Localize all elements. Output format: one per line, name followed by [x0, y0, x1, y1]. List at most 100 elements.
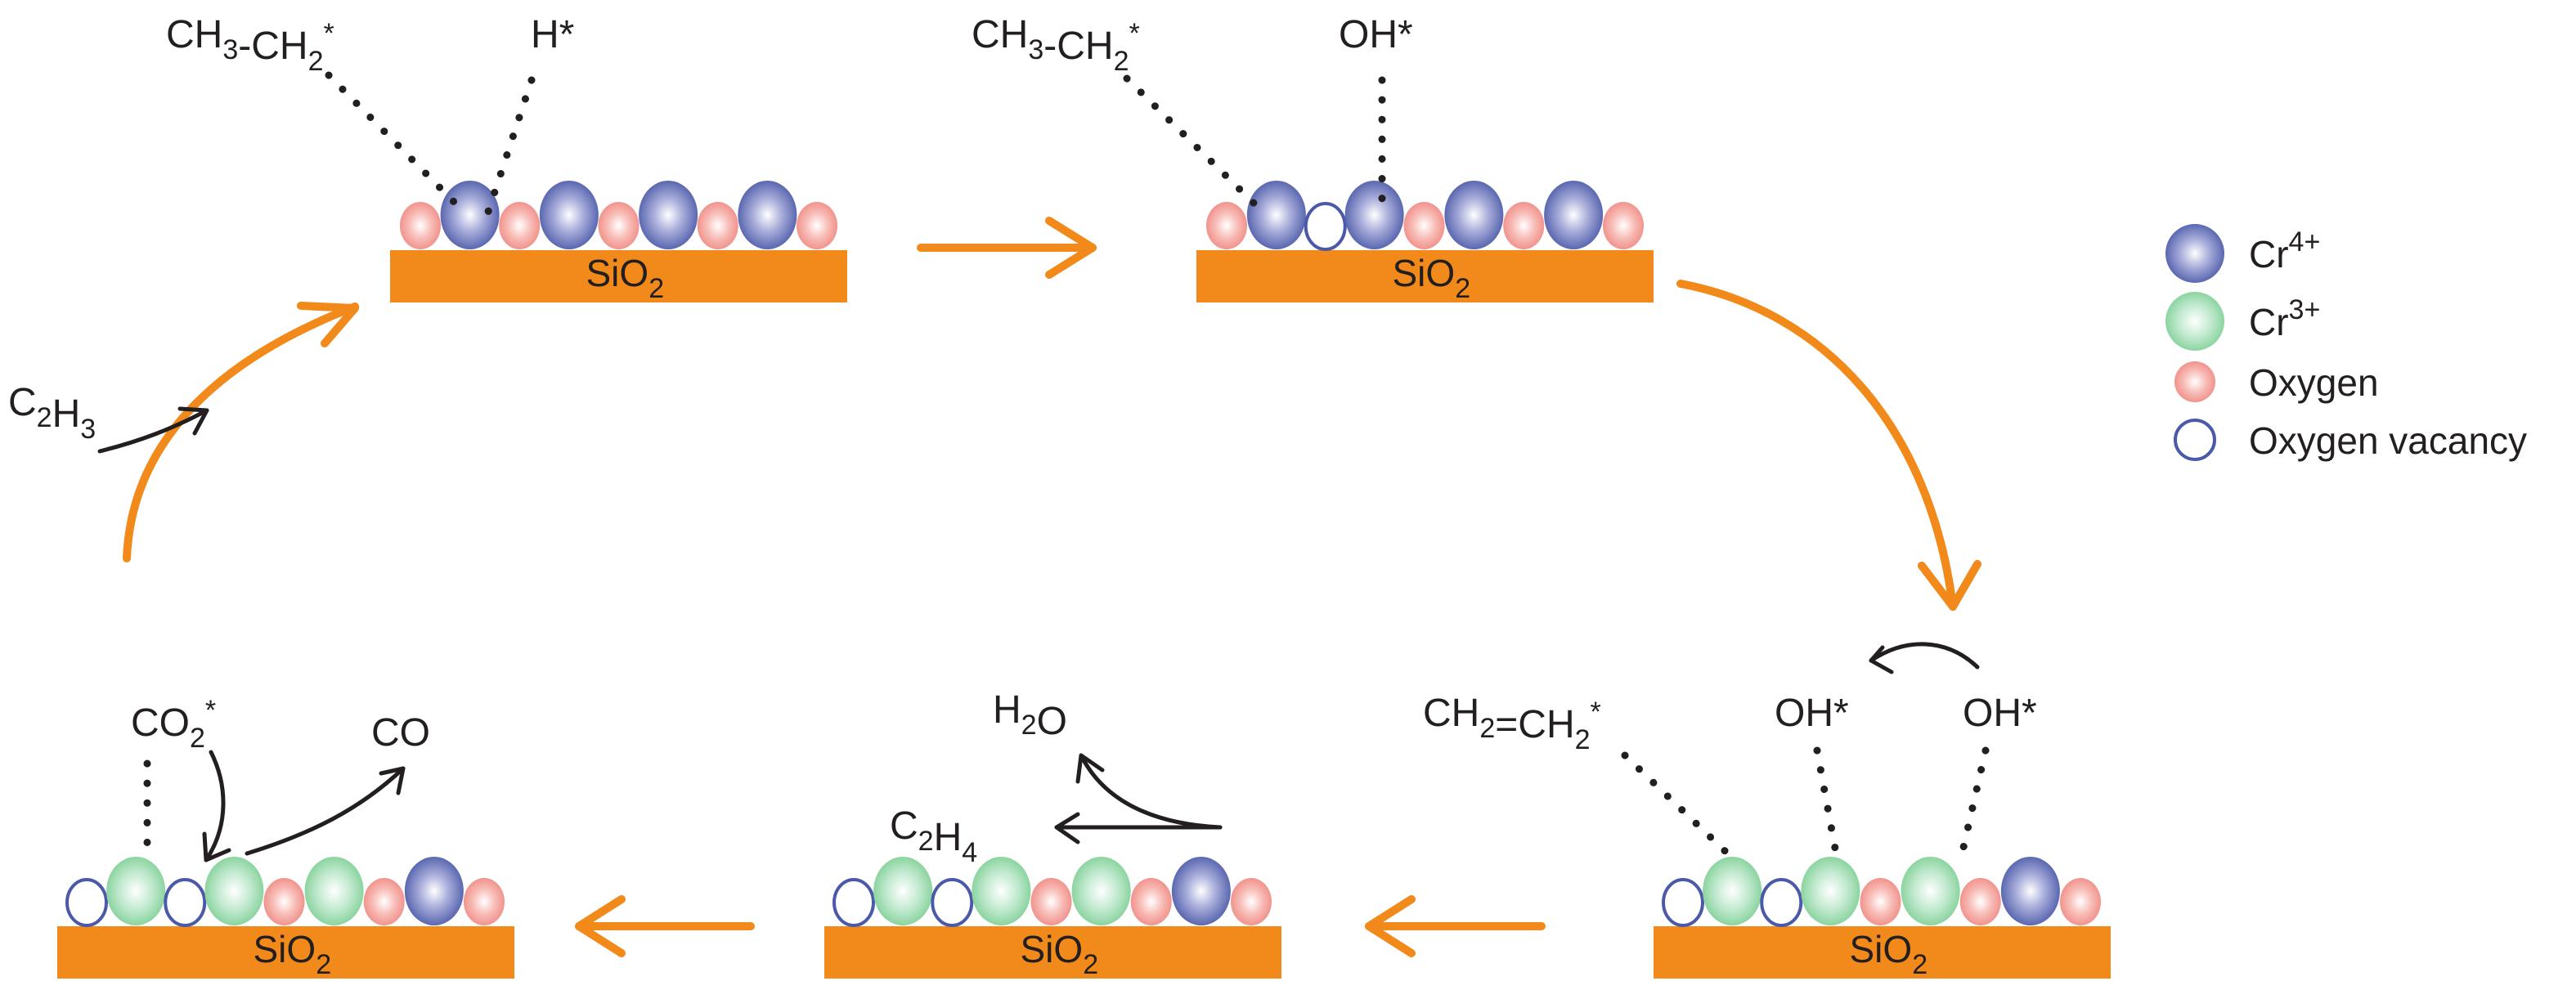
oxygen-atom [2060, 878, 2101, 925]
cr3-atom [1801, 857, 1860, 925]
legend-item-oxygen: Oxygen [2174, 361, 2379, 404]
oxygen-vacancy [164, 878, 207, 927]
label-oh1-adsorbed-step3: OH* [1775, 692, 1849, 735]
arrow-step3-to-step4 [1365, 895, 1546, 957]
legend-swatch-cr3 [2165, 292, 2224, 351]
legend-swatch-vacancy [2174, 419, 2216, 461]
arrow-co2-adsorb [202, 750, 231, 862]
adsorption-bonds [143, 71, 1990, 866]
arrow-oh-migration [1869, 642, 1980, 674]
sio2-label: SiO2 [254, 928, 332, 980]
oxygen-atom [598, 202, 640, 249]
legend-label-vacancy: Oxygen vacancy [2249, 419, 2527, 462]
sio2-label: SiO2 [586, 252, 665, 304]
oxygen-atom [1130, 878, 1172, 925]
bond-ethylene-step3 [1621, 751, 1740, 866]
sio2-label: SiO2 [1850, 928, 1928, 980]
panel-step4: SiO2 [824, 857, 1281, 980]
oxygen-atom [1030, 878, 1072, 925]
legend-label-cr3: Cr3+ [2249, 294, 2320, 343]
cr4-atom [1544, 181, 1604, 249]
oxygen-vacancy [931, 878, 974, 927]
panel-step1: SiO2 [390, 181, 847, 304]
oxygen-atom [797, 202, 837, 249]
bond-oh2-step3 [1956, 746, 1990, 866]
oxygen-atom [400, 202, 441, 249]
sio2-label: SiO2 [1393, 252, 1471, 304]
cr3-atom [304, 857, 364, 925]
cr4-atom [1344, 181, 1404, 249]
cr3-atom [873, 857, 933, 925]
cr3-atom [1071, 857, 1131, 925]
oxygen-atom [263, 878, 305, 925]
label-co2-adsorbed-step5: CO2* [131, 695, 216, 754]
legend-item-cr4: Cr4+ [2165, 224, 2320, 283]
cr3-atom [106, 857, 166, 925]
bond-ethyl-step2 [1123, 74, 1269, 218]
label-co-step5: CO [371, 711, 430, 755]
bond-oh1-step3 [1813, 746, 1842, 866]
cr4-atom [404, 857, 464, 925]
cr4-atom [1444, 181, 1504, 249]
sio2-substrate [57, 926, 514, 979]
oxygen-vacancy [1304, 202, 1347, 251]
cycle-arrows [123, 217, 1981, 957]
label-ethyl-adsorbed-step2: CH3-CH2* [972, 13, 1140, 77]
label-c2h3-feed: C2H3 [8, 381, 96, 445]
cr4-atom [440, 181, 500, 249]
bond-ethyl-step1 [325, 71, 470, 218]
cr3-atom [1901, 857, 1960, 925]
sio2-label: SiO2 [1021, 928, 1099, 980]
cr3-atom [204, 857, 264, 925]
oxygen-vacancy [1760, 878, 1803, 927]
oxygen-atom [1503, 202, 1545, 249]
oxygen-vacancy [1662, 878, 1704, 927]
label-ethyl-adsorbed-step1: CH3-CH2* [166, 13, 334, 77]
sio2-substrate [390, 250, 847, 302]
arrow-c2h3-in [97, 406, 209, 454]
legend-item-vacancy: Oxygen vacancy [2174, 419, 2527, 462]
cr4-atom [738, 181, 797, 249]
label-oh2-adsorbed-step3: OH* [1963, 692, 2037, 735]
cr3-atom [1703, 857, 1762, 925]
oxygen-vacancy [65, 878, 108, 927]
bond-h-step1 [483, 76, 536, 218]
legend-label-oxygen: Oxygen [2249, 361, 2379, 404]
label-ethylene-adsorbed-step3: CH2=CH2* [1423, 692, 1601, 755]
cr4-atom [2000, 857, 2060, 925]
arrow-step2-to-step3 [1676, 280, 1981, 611]
cr3-atom [972, 857, 1031, 925]
cr4-atom [539, 181, 599, 249]
label-c2h4-step4: C2H4 [890, 804, 977, 868]
panel-step5: SiO2 [57, 857, 514, 980]
arrow-step1-to-step2 [917, 217, 1097, 279]
label-h2o-step4: H2O [993, 688, 1067, 743]
species-labels: CH3-CH2* H* CH3-CH2* OH* CH2=CH2* OH* OH… [8, 13, 2037, 868]
arrow-co-release [245, 766, 406, 856]
oxygen-atom [363, 878, 405, 925]
legend-swatch-cr4 [2165, 224, 2224, 283]
oxygen-atom [1959, 878, 2001, 925]
cr4-atom [639, 181, 698, 249]
label-h-adsorbed-step1: H* [531, 13, 574, 56]
oxygen-atom [1860, 878, 1901, 925]
arrow-c2h4-release [1054, 812, 1223, 844]
oxygen-atom [464, 878, 505, 925]
legend-swatch-oxygen [2174, 361, 2215, 402]
reaction-arrows [97, 406, 1980, 862]
sio2-substrate [824, 926, 1281, 979]
legend-label-cr4: Cr4+ [2249, 226, 2320, 275]
oxygen-vacancy [832, 878, 875, 927]
arrow-step5-to-step1 [123, 302, 359, 562]
label-oh-adsorbed-step2: OH* [1339, 13, 1413, 56]
oxygen-atom [1603, 202, 1644, 249]
cr4-atom [1171, 857, 1231, 925]
oxygen-atom [1231, 878, 1272, 925]
legend-item-cr3: Cr3+ [2165, 292, 2320, 351]
oxygen-atom [1403, 202, 1445, 249]
sio2-substrate [1196, 250, 1654, 302]
oxygen-atom [1206, 202, 1247, 249]
sio2-substrate [1654, 926, 2111, 979]
oxygen-atom [697, 202, 738, 249]
